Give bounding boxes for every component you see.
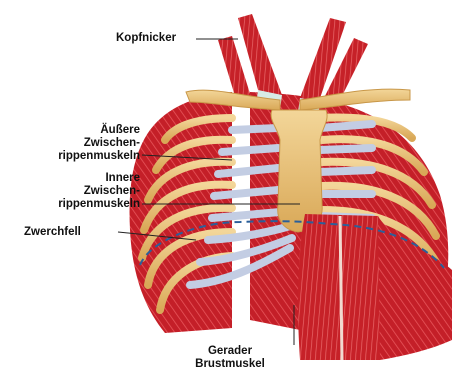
label-kopfnicker: Kopfnicker — [116, 32, 176, 45]
label-gerader-brustmuskel: Gerader Brustmuskel — [186, 345, 274, 370]
label-innere-zwischenrippenmuskeln: Innere Zwischen- rippenmuskeln — [4, 172, 140, 211]
label-aeussere-zwischenrippenmuskeln: Äußere Zwischen- rippenmuskeln — [4, 124, 140, 163]
sternum — [271, 110, 327, 232]
label-zwerchfell: Zwerchfell — [24, 226, 81, 239]
